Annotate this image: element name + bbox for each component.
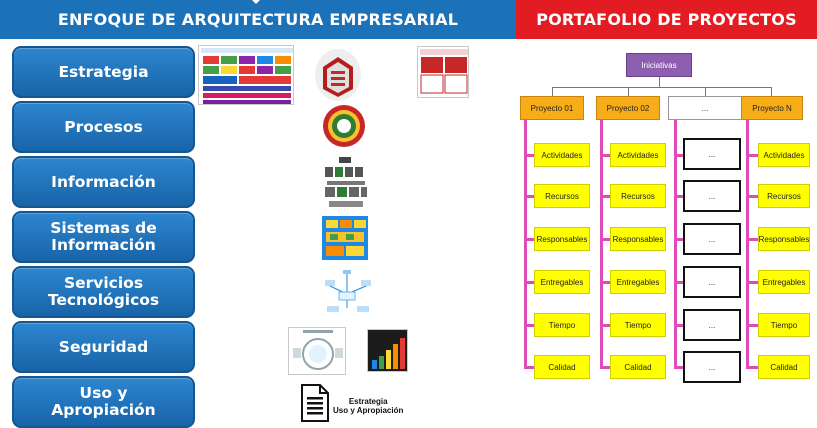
branch-connector [600,154,610,157]
header-arrow-icon [252,0,260,4]
document-caption-line2: Uso y Apropiación [333,406,404,415]
branch-connector [674,281,683,284]
project-drop-connector [771,87,772,96]
placeholder-node: ... [683,223,741,255]
domain-sistemas-de-informacion[interactable]: Sistemas de Información [12,211,195,263]
branch-connector [600,238,610,241]
pn-responsables: Responsables [758,227,810,251]
project-portfolio-title: PORTAFOLIO DE PROYECTOS [536,10,797,29]
domain-estrategia[interactable]: Estrategia [12,46,195,98]
information-model-thumbnail [321,155,371,211]
project-drop-connector [552,87,553,96]
branch-connector [600,366,610,369]
value-chain-thumbnail [417,46,469,98]
branch-connector [746,366,758,369]
placeholder-node: ... [683,180,741,212]
branch-connector [524,238,534,241]
p02-tiempo: Tiempo [610,313,666,337]
pn-actividades: Actividades [758,143,810,167]
domain-servicios-tecnologicos[interactable]: Servicios Tecnológicos [12,266,195,318]
p02-actividades: Actividades [610,143,666,167]
domain-informacion[interactable]: Información [12,156,195,208]
branch-connector [746,238,758,241]
security-cycle-thumbnail [288,327,346,375]
security-chart-thumbnail [367,329,408,372]
domain-seguridad[interactable]: Seguridad [12,321,195,373]
p02-responsables: Responsables [610,227,666,251]
branch-connector [746,281,758,284]
p01-calidad: Calidad [534,355,590,379]
p01-tiempo: Tiempo [534,313,590,337]
branch-connector [674,195,683,198]
placeholder-node: ... [683,266,741,298]
project-bar-connector [552,87,771,88]
branch-connector [524,324,534,327]
placeholder-node: ... [683,351,741,383]
branch-connector [600,324,610,327]
pn-calidad: Calidad [758,355,810,379]
branch-connector [674,366,683,369]
p01-actividades: Actividades [534,143,590,167]
branch-connector [524,281,534,284]
document-caption-line1: Estrategia [348,397,388,406]
placeholder-node: ... [683,309,741,341]
systems-map-thumbnail [320,214,370,262]
project-portfolio-header: PORTAFOLIO DE PROYECTOS [516,0,817,39]
branch-connector [600,281,610,284]
branch-connector [524,366,534,369]
project-drop-connector [705,87,706,96]
project-01-spine [524,120,527,368]
process-circle-thumbnail [322,101,366,151]
project-placeholder-spine [674,120,677,368]
project-n-node: Proyecto N [741,96,803,120]
branch-connector [674,324,683,327]
branch-connector [746,195,758,198]
branch-connector [746,324,758,327]
project-02-spine [600,120,603,368]
technology-services-thumbnail [317,268,379,318]
branch-connector [674,154,683,157]
enterprise-architecture-header: ENFOQUE DE ARQUITECTURA EMPRESARIAL [0,0,516,39]
building-thumbnail [313,45,363,103]
p01-responsables: Responsables [534,227,590,251]
pn-entregables: Entregables [758,270,810,294]
branch-connector [674,238,683,241]
project-placeholder-node: ... [668,96,742,120]
p02-entregables: Entregables [610,270,666,294]
document-icon [300,384,330,422]
project-n-spine [746,120,749,368]
project-01-node: Proyecto 01 [520,96,584,120]
document-caption: Estrategia Uso y Apropiación [333,397,403,415]
enterprise-architecture-title: ENFOQUE DE ARQUITECTURA EMPRESARIAL [57,10,459,29]
branch-connector [524,154,534,157]
initiatives-node: Iniciativas [626,53,692,77]
root-connector [659,77,660,87]
p01-entregables: Entregables [534,270,590,294]
project-02-node: Proyecto 02 [596,96,660,120]
branch-connector [600,195,610,198]
domain-procesos[interactable]: Procesos [12,101,195,153]
p02-recursos: Recursos [610,184,666,208]
p02-calidad: Calidad [610,355,666,379]
placeholder-node: ... [683,138,741,170]
pn-recursos: Recursos [758,184,810,208]
project-drop-connector [628,87,629,96]
pn-tiempo: Tiempo [758,313,810,337]
branch-connector [746,154,758,157]
domain-uso-y-apropiacion[interactable]: Uso y Apropiación [12,376,195,428]
strategy-map-thumbnail [198,45,294,105]
p01-recursos: Recursos [534,184,590,208]
branch-connector [524,195,534,198]
